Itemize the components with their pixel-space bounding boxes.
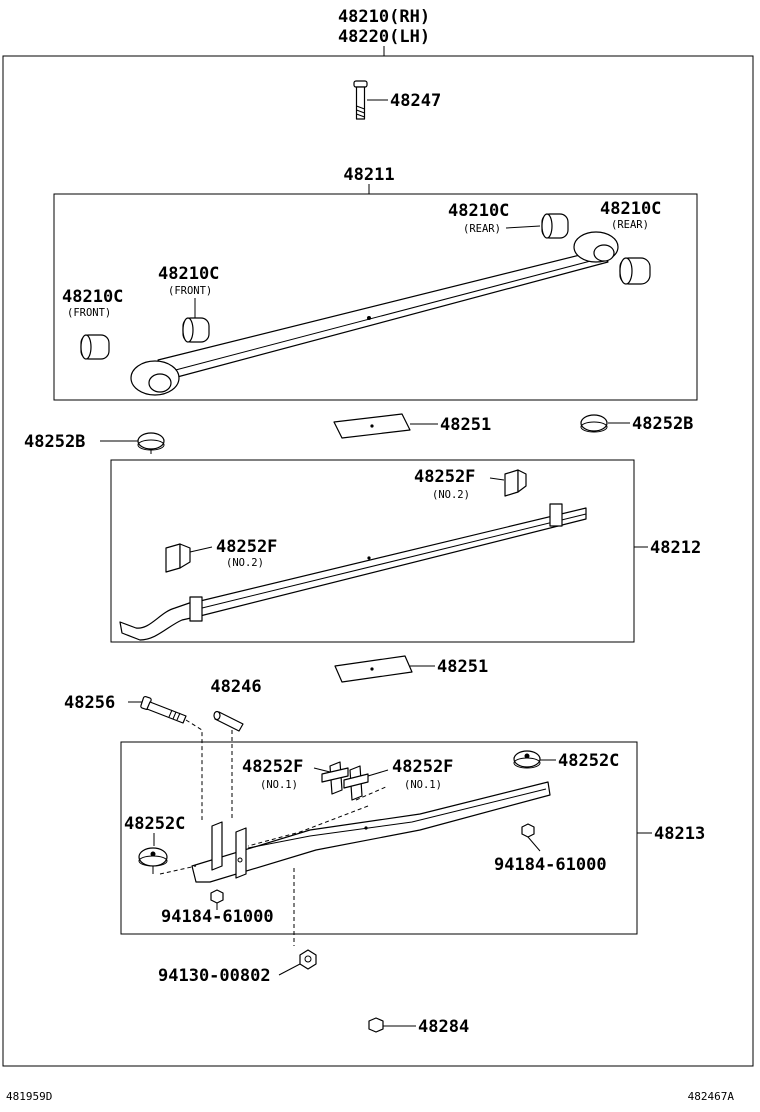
label-bushing-front-outer: 48210C [62, 287, 123, 307]
note-48252f-no1-right: (NO.1) [404, 779, 442, 791]
note-48252f-no2-lower: (NO.2) [226, 557, 264, 569]
leader-nut-right [527, 836, 541, 852]
assembly-rh-label: 48210(RH) [338, 7, 430, 27]
footer-right-code: 482467A [688, 1090, 735, 1103]
leader-48252f-no2-lower [189, 546, 213, 553]
leader-48252f-no1-right [367, 769, 389, 777]
label-48212: 48212 [650, 538, 701, 558]
dashed-line-48256 [185, 719, 203, 820]
clip-icon [343, 765, 369, 801]
label-48252f-no2-lower: 48252F [216, 537, 277, 557]
dashed-line-bumper-left [159, 865, 197, 875]
label-48247: 48247 [390, 91, 441, 111]
pin-icon [213, 710, 244, 732]
label-bushing-rear-right: 48210C [600, 199, 661, 219]
leader-bushing-rear-left [505, 225, 541, 229]
label-48252b-right: 48252B [632, 414, 693, 434]
leaf-spring-icon [130, 231, 619, 396]
label-48213: 48213 [654, 824, 705, 844]
clip-icon [504, 469, 527, 497]
label-48251-upper: 48251 [440, 415, 491, 435]
bushing-icon [80, 334, 110, 360]
label-nut-right: 94184-61000 [494, 855, 607, 875]
clip-icon [321, 761, 349, 795]
label-48252b-left: 48252B [24, 432, 85, 452]
main-leaf-frame [53, 193, 698, 401]
leader-48252f-no1-left [313, 767, 331, 773]
bolt-icon [140, 695, 187, 724]
bumper-icon [138, 847, 168, 874]
bumper-icon [580, 414, 608, 433]
assembly-lh-label: 48220(LH) [338, 27, 430, 47]
label-48284: 48284 [418, 1017, 469, 1037]
label-48246: 48246 [210, 677, 261, 697]
footer-left-code: 481959D [6, 1090, 52, 1103]
nut-icon [368, 1017, 384, 1033]
nut-icon [521, 823, 535, 838]
leaf-spring-icon [119, 503, 587, 641]
clip-icon [165, 543, 191, 573]
pad-icon [334, 655, 413, 683]
nut-icon [299, 949, 317, 970]
note-bushing-front-inner: (FRONT) [168, 285, 212, 297]
label-48252c-left: 48252C [124, 814, 185, 834]
leaf-3-frame [120, 741, 638, 935]
label-48256: 48256 [64, 693, 115, 713]
leaf-2-frame [110, 459, 635, 643]
label-48252c-right: 48252C [558, 751, 619, 771]
note-bushing-rear-right: (REAR) [611, 219, 649, 231]
label-nut-bottom: 94130-00802 [158, 966, 271, 986]
label-48211: 48211 [343, 165, 394, 185]
label-48252f-no2-upper: 48252F [414, 467, 475, 487]
bolt-icon [353, 80, 368, 120]
leader-nut-bottom [278, 963, 301, 976]
note-48252f-no2-upper: (NO.2) [432, 489, 470, 501]
label-bushing-rear-left: 48210C [448, 201, 509, 221]
outer-frame [2, 55, 754, 1067]
leader-48252f-no2-upper [489, 477, 505, 481]
label-48252f-no1-left: 48252F [242, 757, 303, 777]
note-48252f-no1-left: (NO.1) [260, 779, 298, 791]
nut-icon [210, 889, 224, 904]
label-bushing-front-inner: 48210C [158, 264, 219, 284]
note-bushing-rear-left: (REAR) [463, 223, 501, 235]
dashed-line-clips [247, 785, 389, 847]
label-nut-left: 94184-61000 [161, 907, 274, 927]
label-48251-lower: 48251 [437, 657, 488, 677]
bumper-icon [513, 750, 541, 769]
label-48252f-no1-right: 48252F [392, 757, 453, 777]
bushing-icon [619, 257, 651, 285]
bushing-icon [182, 317, 210, 343]
bushing-icon [541, 213, 569, 239]
note-bushing-front-outer: (FRONT) [67, 307, 111, 319]
bumper-icon [137, 432, 165, 454]
pad-icon [333, 413, 411, 439]
leaf-spring-icon [191, 781, 551, 883]
